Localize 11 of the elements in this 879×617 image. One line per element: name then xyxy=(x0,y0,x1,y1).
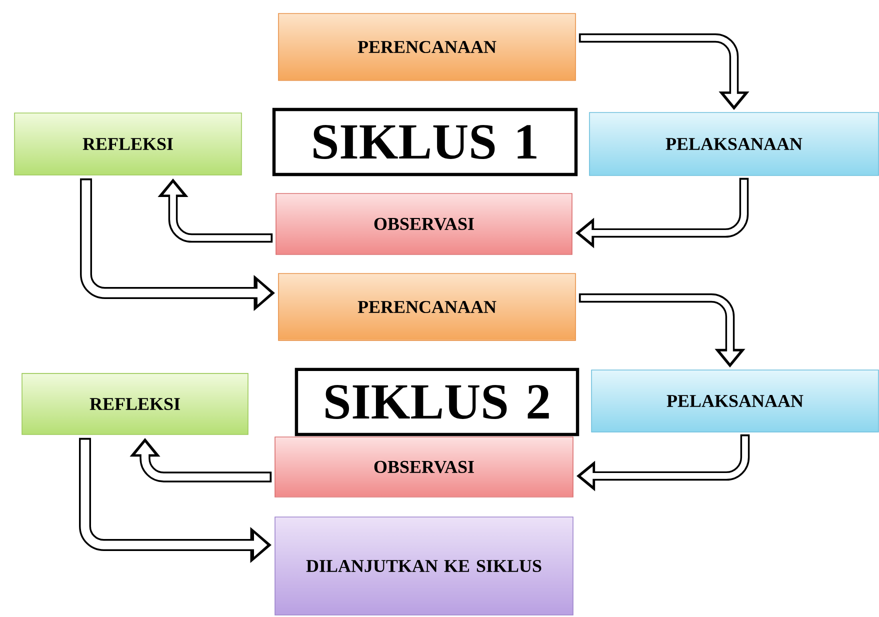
stage-box: PELAKSANAAN xyxy=(591,370,879,432)
title-box: SIKLUS 1 xyxy=(272,108,578,176)
stage-box: DILANJUTKAN KE SIKLUS xyxy=(274,516,574,616)
stage-box: PERENCANAAN xyxy=(278,13,576,81)
stage-box: REFLEKSI xyxy=(14,112,242,176)
stage-box: OBSERVASI xyxy=(274,436,574,498)
stage-box: OBSERVASI xyxy=(276,193,572,255)
title-box: SIKLUS 2 xyxy=(294,368,580,436)
stage-box: PERENCANAAN xyxy=(278,273,576,341)
stage-box: REFLEKSI xyxy=(22,373,248,435)
stage-box: PELAKSANAAN xyxy=(589,112,879,176)
